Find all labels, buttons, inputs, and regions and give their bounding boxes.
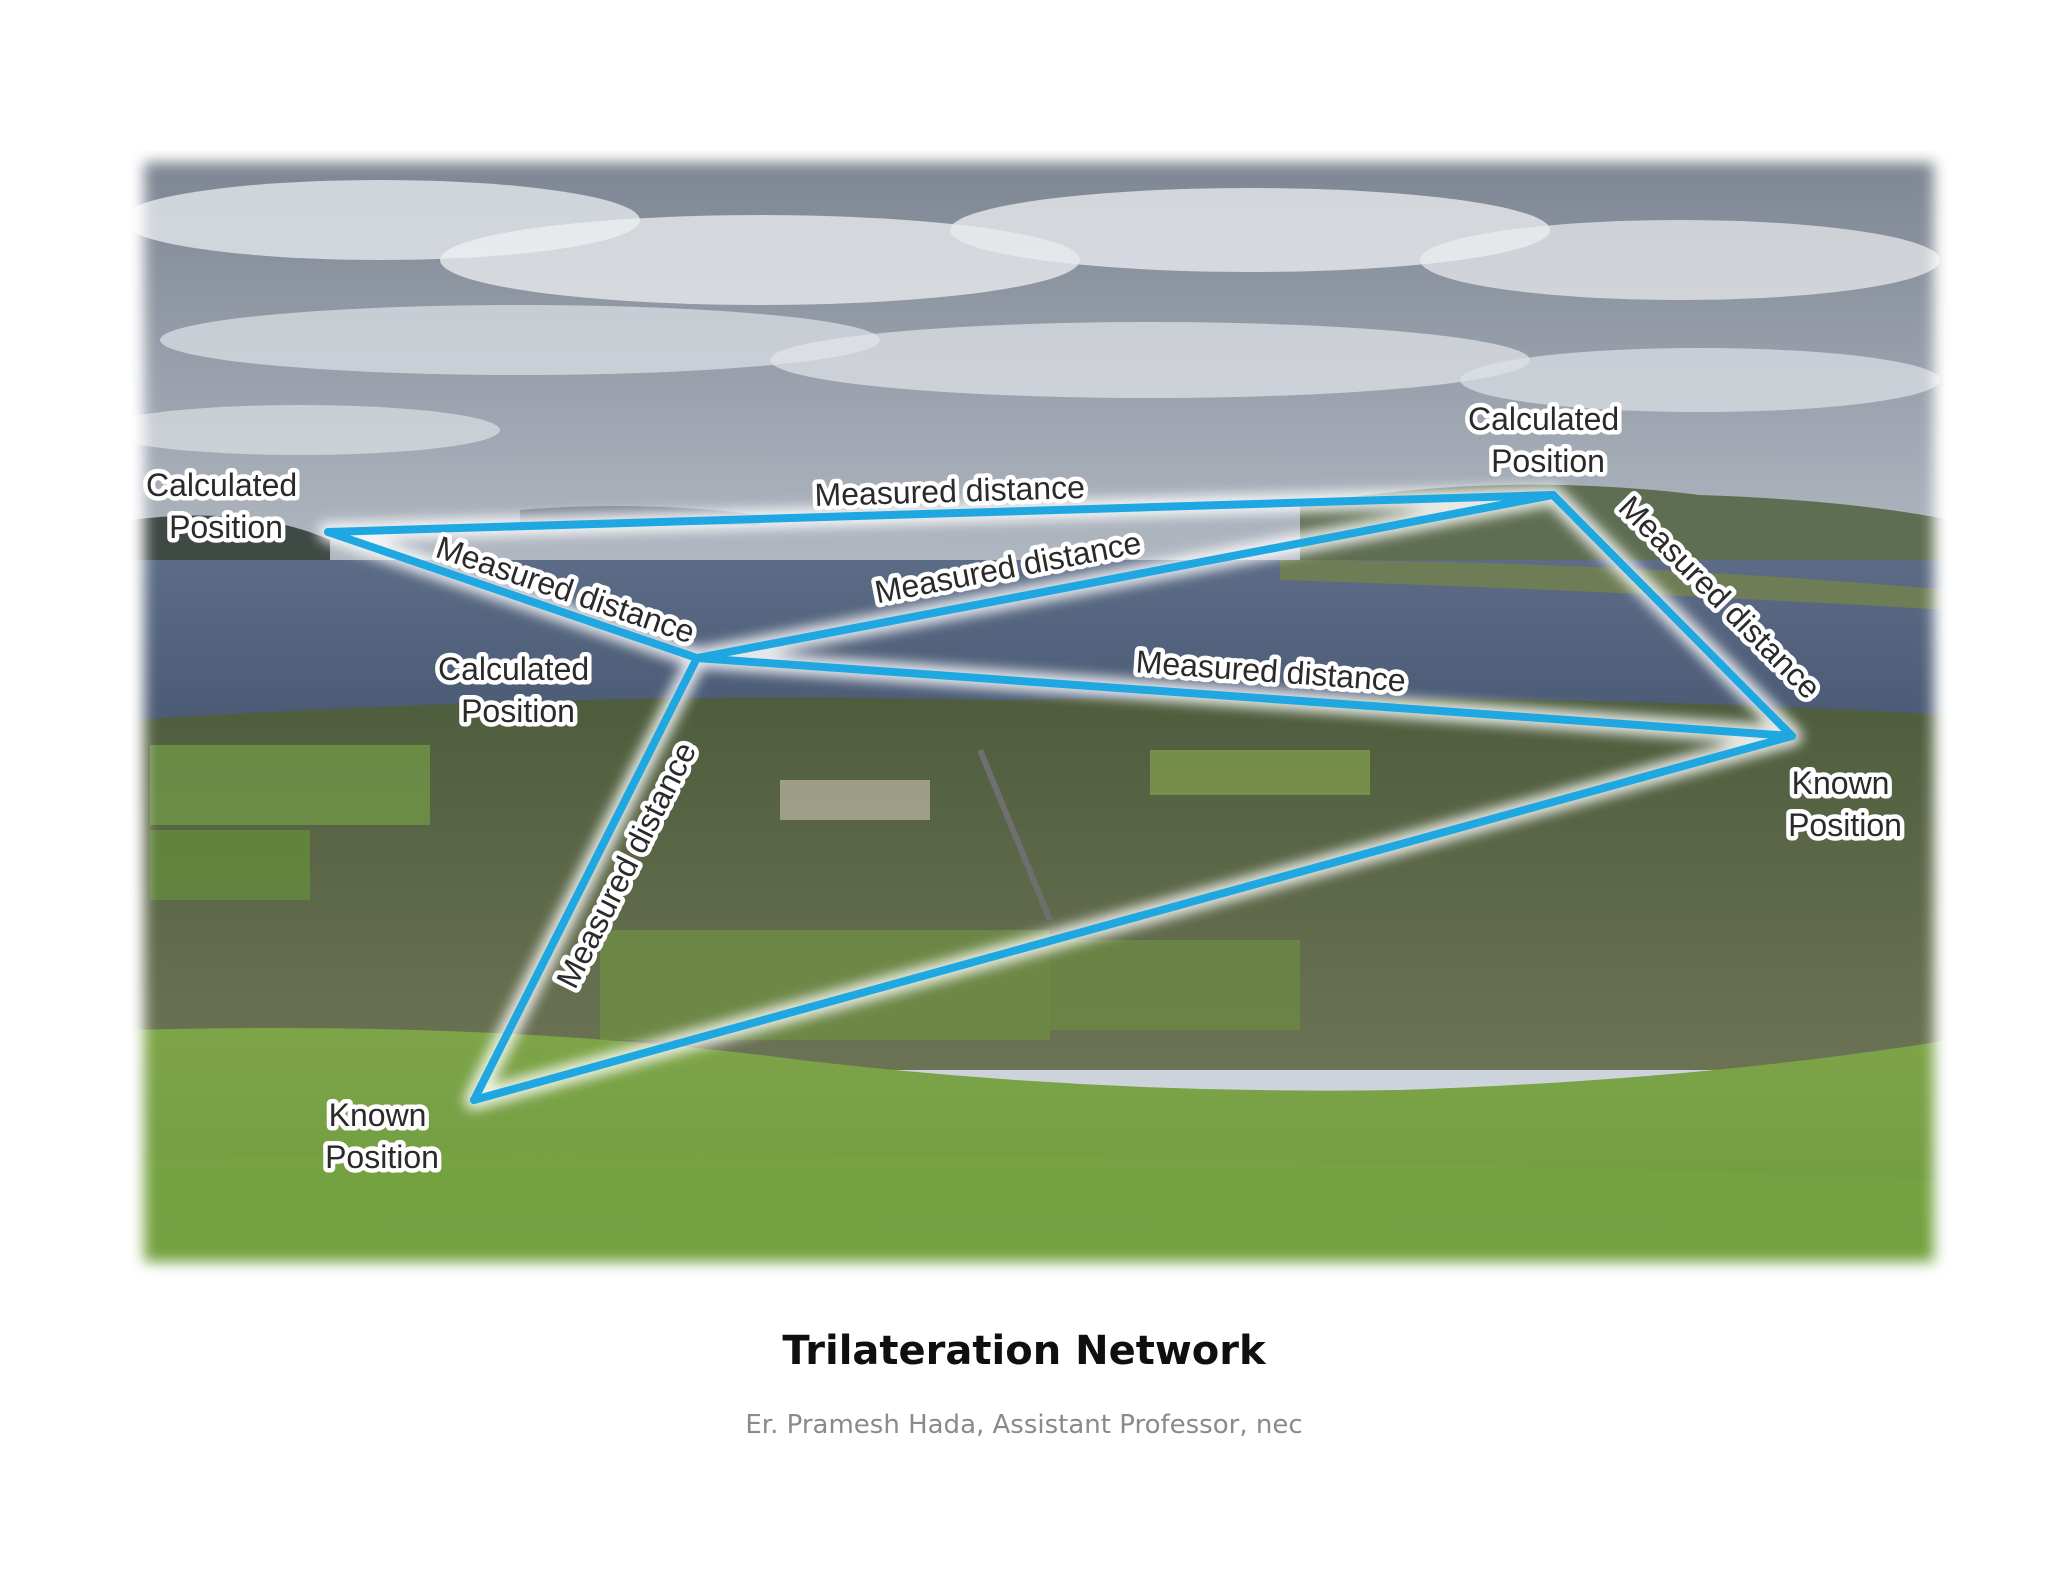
line-strokes (324, 491, 1796, 1104)
edge-calc-middle-known-bottom (470, 654, 701, 1104)
node-calc-right-label: Calculated Position (1468, 401, 1628, 479)
edge-calc-middle-calc-right (693, 491, 1557, 662)
author-credit: Er. Pramesh Hada, Assistant Professor, n… (745, 1410, 1303, 1440)
edge-known-right-known-bottom (470, 732, 1796, 1104)
edge-calc-middle-known-right (693, 654, 1796, 740)
node-labels: Calculated Position Calculated Position … (141, 397, 1906, 1180)
edge-calc-left-calc-middle (324, 528, 701, 662)
node-calc-left-label: Calculated Position (146, 467, 306, 545)
node-calc-middle-label: Calculated Position (438, 651, 598, 729)
edge-calc-right-known-right (1549, 491, 1796, 740)
diagram-title: Trilateration Network (782, 1328, 1266, 1374)
edge-calc-left-calc-right (324, 491, 1557, 536)
node-known-bottom-label: Known Position (325, 1097, 439, 1175)
node-known-right-label: Known Position (1788, 765, 1902, 843)
landscape-photo (100, 150, 1950, 1280)
network-lines (318, 485, 1802, 1110)
